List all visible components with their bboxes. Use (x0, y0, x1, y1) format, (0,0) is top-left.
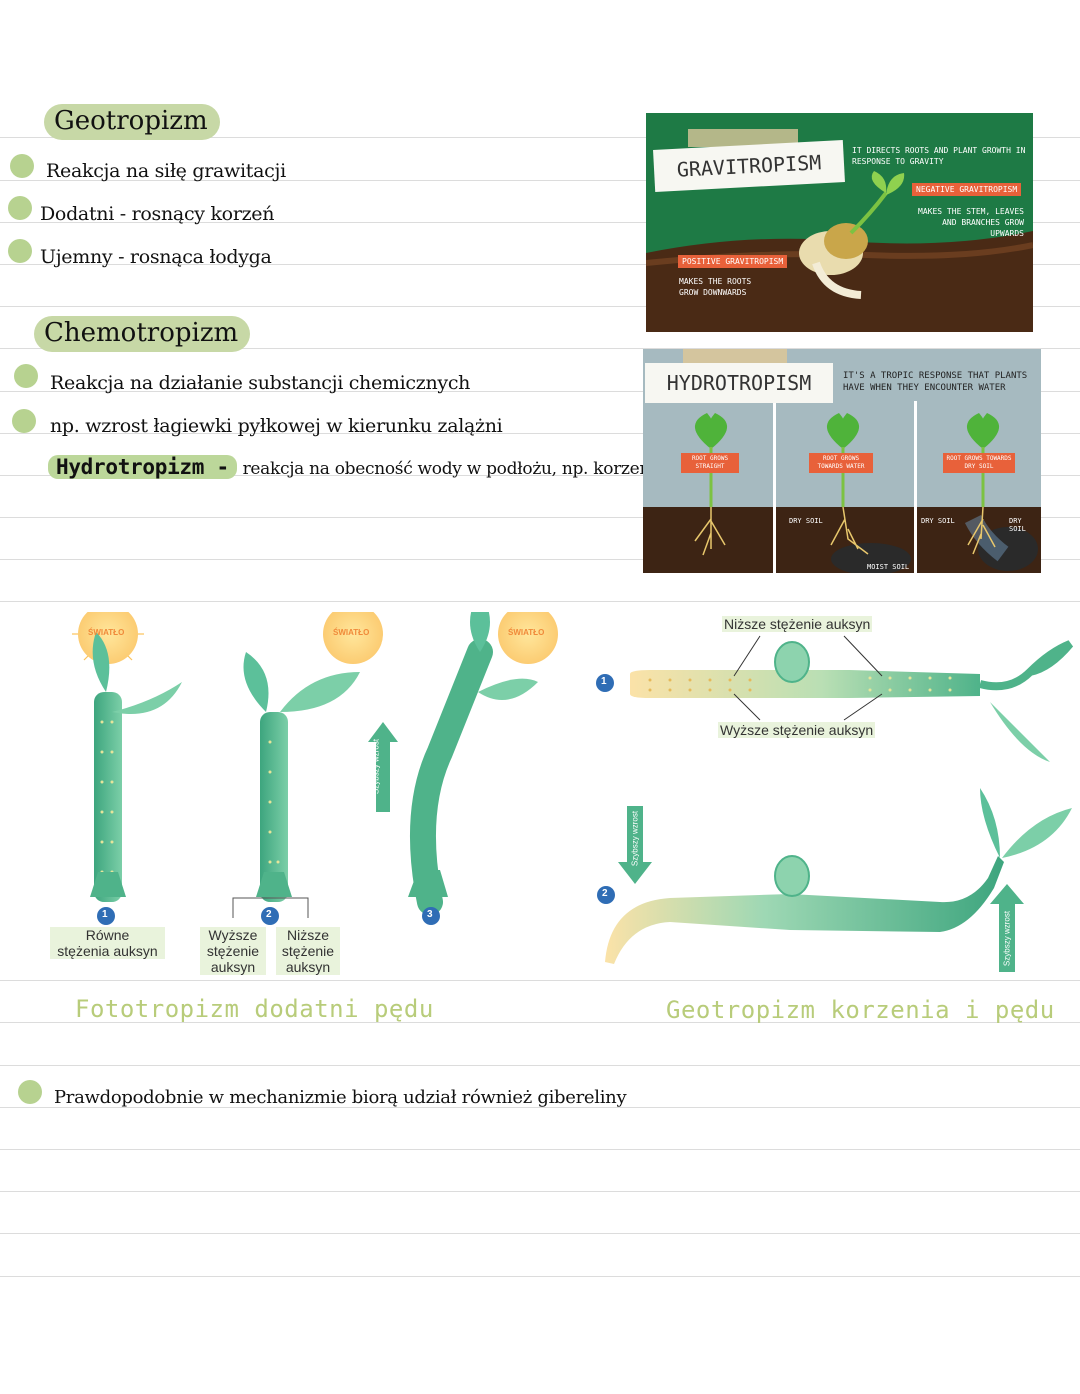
step-number: 2 (266, 909, 272, 920)
negative-desc: MAKES THE STEM, LEAVES AND BRANCHES GROW… (916, 206, 1024, 239)
lower-concentration-label: Niższe stężenie auksyn (722, 616, 872, 632)
hydrotropism-title: HYDROTROPISM (645, 363, 833, 403)
bullet-dot (14, 364, 38, 388)
sun-label: ŚWIATŁO (88, 628, 124, 637)
geo-item-2: Dodatni - rosnący korzeń (40, 203, 274, 225)
chemo-item-2: np. wzrost łagiewki pyłkowej w kierunku … (50, 415, 502, 437)
faster-growth-label: Szybszy wzrost (372, 727, 381, 807)
sun-label: ŚWIATŁO (333, 628, 369, 637)
bullet-dot (12, 409, 36, 433)
panel-tag-3: ROOT GROWS TOWARDS DRY SOIL (943, 453, 1015, 473)
geo-item-1: Reakcja na siłę grawitacji (46, 160, 286, 182)
soil-label: MOIST SOIL (867, 563, 909, 571)
label-higher: Wyższe stężenie auksyn (200, 927, 266, 975)
hydrotropism-image: HYDROTROPISM IT'S A TROPIC RESPONSE THAT… (643, 349, 1041, 573)
label-lower: Niższe stężenie auksyn (276, 927, 340, 975)
geo-item-3: Ujemny - rosnąca łodyga (40, 246, 272, 268)
negative-tag: NEGATIVE GRAVITROPISM (912, 183, 1021, 196)
step-number: 1 (601, 676, 607, 687)
step-number: 3 (427, 909, 433, 920)
sun-label: ŚWIATŁO (508, 628, 544, 637)
phototropism-diagram: ŚWIATŁO ŚWIATŁO ŚWIATŁO 1 2 3 Równe stęż… (40, 612, 570, 982)
chemo-item-1: Reakcja na działanie substancji chemiczn… (50, 372, 470, 394)
hydrotropism-desc: IT'S A TROPIC RESPONSE THAT PLANTS HAVE … (843, 370, 1035, 394)
panel-tag-2: ROOT GROWS TOWARDS WATER (809, 453, 873, 473)
bullet-dot (10, 154, 34, 178)
bullet-dot (8, 239, 32, 263)
hydro-text: reakcja na obecność wody w podłożu, np. … (243, 459, 665, 479)
phototropism-caption: Fototropizm dodatni pędu (75, 995, 434, 1023)
hydro-term: Hydrotropizm - (48, 455, 237, 479)
positive-tag: POSITIVE GRAVITROPISM (678, 255, 787, 268)
chemotropizm-heading: Chemotropizm (34, 316, 250, 352)
bullet-dot (8, 196, 32, 220)
faster-growth-label: Szybszy wzrost (1003, 899, 1012, 979)
panel-tag-1: ROOT GROWS STRAIGHT (681, 453, 739, 473)
soil-label: DRY SOIL (1009, 517, 1041, 533)
footer-note: Prawdopodobnie w mechanizmie biorą udzia… (54, 1087, 626, 1108)
gravitropism-desc: IT DIRECTS ROOTS AND PLANT GROWTH IN RES… (852, 145, 1028, 167)
higher-concentration-label: Wyższe stężenie auksyn (718, 722, 875, 738)
geotropism-caption: Geotropizm korzenia i pędu (666, 996, 1055, 1024)
faster-growth-label: Szybszy wzrost (631, 799, 640, 879)
gravitropism-image: GRAVITROPISM IT DIRECTS ROOTS AND PLANT … (646, 113, 1033, 332)
geotropizm-heading: Geotropizm (44, 104, 220, 140)
hydro-line: Hydrotropizm - reakcja na obecność wody … (48, 455, 665, 479)
step-number: 1 (102, 909, 108, 920)
step-number: 2 (602, 888, 608, 899)
label-equal: Równe stężenia auksyn (50, 927, 165, 959)
soil-label: DRY SOIL (789, 517, 823, 525)
bullet-dot (18, 1080, 42, 1104)
geotropism-diagram: Niższe stężenie auksyn Wyższe stężenie a… (590, 612, 1078, 982)
positive-desc: MAKES THE ROOTS GROW DOWNWARDS (679, 276, 769, 298)
soil-label: DRY SOIL (921, 517, 955, 525)
